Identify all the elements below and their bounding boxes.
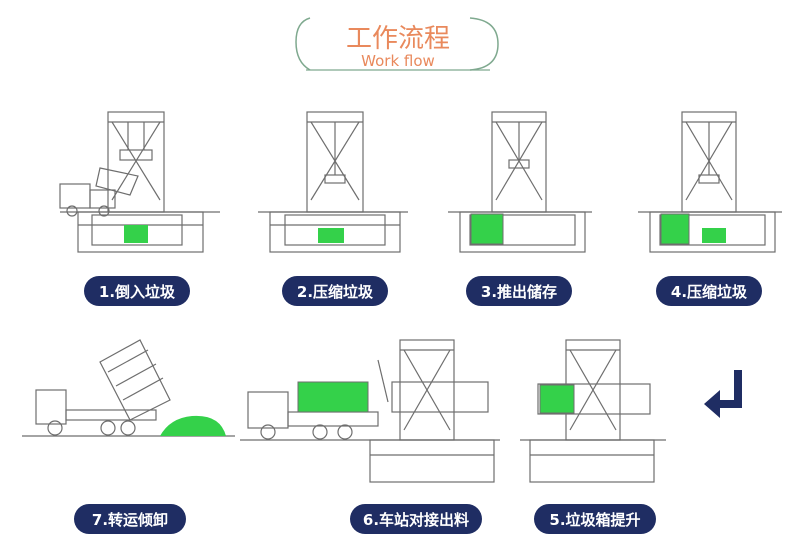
step-pill-7: 7.转运倾卸 — [74, 504, 186, 534]
green-dump-pile — [160, 415, 226, 436]
machine-step-5 — [520, 339, 666, 483]
green-waste-1 — [124, 225, 148, 243]
green-box-5 — [539, 384, 575, 414]
machine-step-1 — [59, 111, 220, 253]
machine-step-2 — [258, 111, 408, 253]
green-box-6 — [297, 381, 369, 413]
step-label-4: 4.压缩垃圾 — [671, 283, 748, 301]
green-box-3 — [470, 213, 504, 245]
down-left-turn-arrow-icon — [704, 370, 742, 418]
green-box-4 — [660, 213, 690, 245]
step-label-3: 3.推出储存 — [481, 283, 557, 301]
step-pill-3: 3.推出储存 — [466, 276, 572, 306]
header-frame-left — [295, 17, 311, 71]
step-pill-5: 5.垃圾箱提升 — [534, 504, 656, 534]
title-english: Work flow — [361, 52, 435, 70]
green-waste-4 — [702, 228, 726, 243]
step-label-5: 5.垃圾箱提升 — [549, 511, 640, 529]
step-label-2: 2.压缩垃圾 — [297, 283, 374, 301]
step-pill-1: 1.倒入垃圾 — [84, 276, 190, 306]
machine-step-3 — [448, 111, 592, 253]
header: 工作流程 Work flow — [295, 17, 499, 71]
title-chinese: 工作流程 — [346, 24, 450, 54]
step-pill-6: 6.车站对接出料 — [350, 504, 482, 534]
step-pill-4: 4.压缩垃圾 — [656, 276, 762, 306]
step-pill-2: 2.压缩垃圾 — [282, 276, 388, 306]
step-label-6: 6.车站对接出料 — [363, 511, 469, 529]
green-waste-2 — [318, 228, 344, 243]
machine-step-4 — [638, 111, 782, 253]
header-frame-right — [469, 17, 499, 71]
machine-step-6 — [240, 339, 500, 483]
step-label-7: 7.转运倾卸 — [92, 511, 168, 529]
step-label-1: 1.倒入垃圾 — [99, 283, 176, 301]
